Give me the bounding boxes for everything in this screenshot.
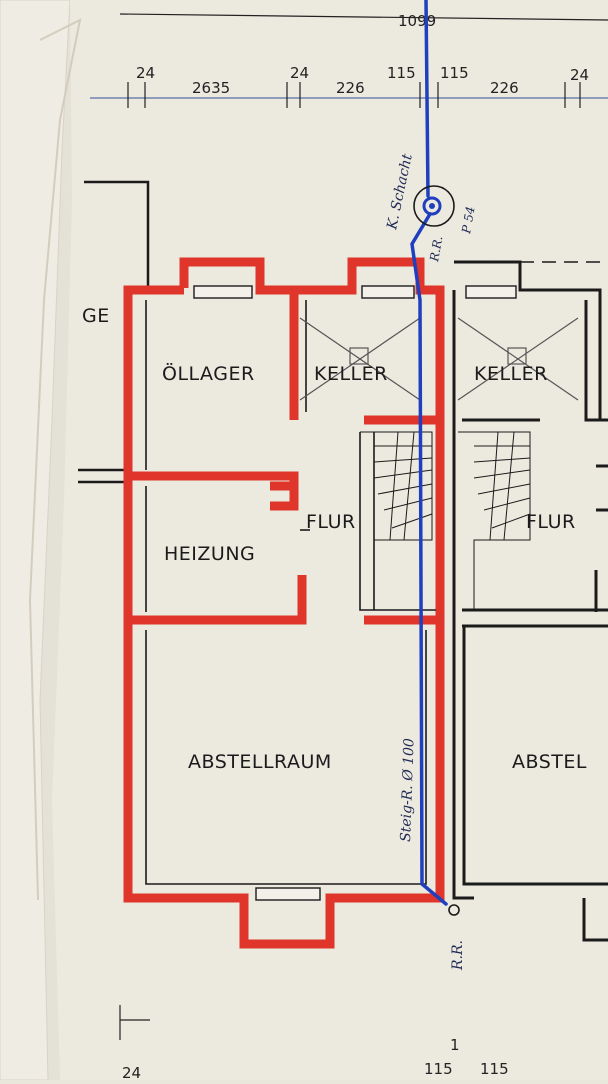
annotation-pipe: Steig-R. Ø 100 — [398, 738, 418, 842]
staircase-right — [458, 431, 531, 610]
annotation-rr-top: R.R. — [427, 235, 445, 264]
room-keller-right-label: KELLER — [474, 363, 548, 385]
dim-bottom-2: 115 — [424, 1060, 453, 1078]
downpipe-marker — [448, 904, 460, 916]
paper-sheet — [52, 0, 608, 1080]
dim-seg-1: 24 — [136, 64, 155, 82]
dim-bottom-1: 24 — [122, 1064, 141, 1080]
dimension-lines — [90, 13, 608, 1040]
dim-seg-4: 226 — [336, 79, 365, 97]
paper-fold — [28, 18, 82, 901]
room-flur-left-label: FLUR — [306, 511, 356, 533]
pipe-line — [410, 0, 448, 906]
window-neighbour-keller — [465, 285, 517, 299]
room-abstellraum-label: ABSTELLRAUM — [188, 751, 332, 773]
dim-seg-5: 115 — [387, 64, 416, 82]
window-keller — [361, 285, 415, 299]
dim-seg-2: 2635 — [192, 79, 230, 97]
garage-outline — [78, 180, 150, 484]
red-walls — [123, 257, 445, 949]
room-garage-label: GE — [82, 305, 110, 327]
dim-seg-3: 24 — [290, 64, 309, 82]
dim-bottom-3: 1 — [450, 1036, 460, 1054]
windows — [193, 285, 415, 901]
room-keller-left-label: KELLER — [314, 363, 388, 385]
room-heizung-label: HEIZUNG — [164, 543, 255, 565]
dim-seg-7: 226 — [490, 79, 519, 97]
neighbour-walls — [452, 260, 608, 942]
dim-seg-8: 24 — [570, 66, 589, 84]
keller-x-marks — [299, 317, 579, 401]
room-oellager-label: ÖLLAGER — [162, 362, 255, 385]
inspection-shaft — [413, 185, 455, 227]
window-oellager — [193, 285, 253, 299]
annotation-p-top: P 54 — [459, 205, 478, 235]
room-flur-right-label: FLUR — [526, 511, 576, 533]
annotation-rr-bottom: R.R. — [450, 940, 466, 971]
room-abstell-partial-label: ABSTEL — [512, 751, 587, 773]
dim-bottom-4: 115 — [480, 1060, 509, 1078]
inner-wall-lines — [145, 300, 436, 885]
window-abstellraum — [255, 887, 321, 901]
dim-total: 1099 — [398, 12, 436, 30]
staircase-left — [360, 431, 433, 541]
dim-seg-6: 115 — [440, 64, 469, 82]
